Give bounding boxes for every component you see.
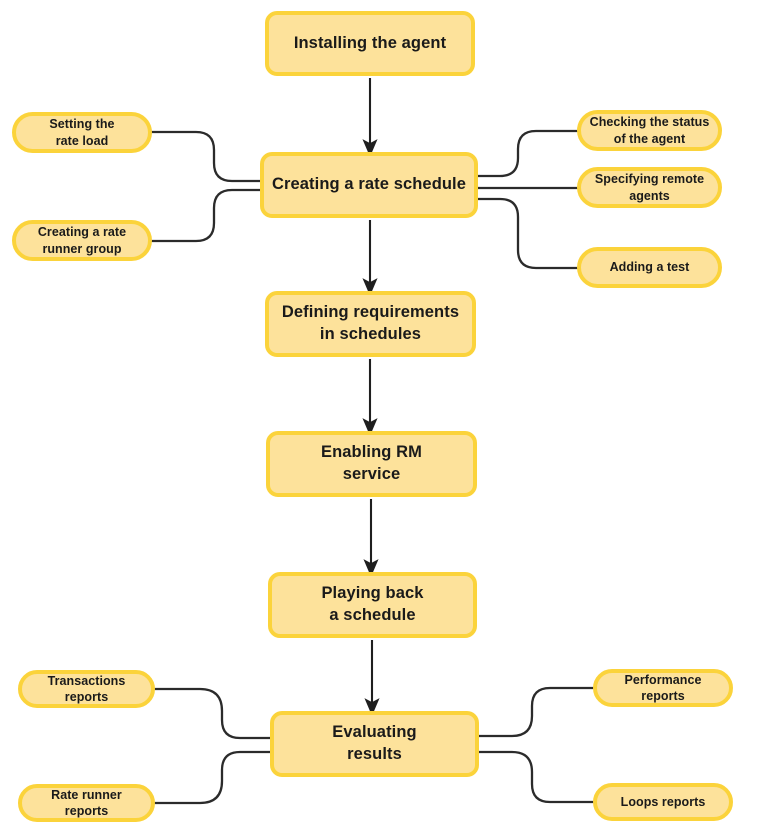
link-rate-runner-reports	[153, 750, 272, 805]
node-label: Transactions reports	[47, 673, 126, 704]
node-label: Loops reports	[620, 794, 706, 809]
node-performance-reports[interactable]: Performance reports	[593, 669, 733, 707]
node-defining-requirements-in-schedules[interactable]: Defining requirements in schedules	[265, 291, 476, 357]
link-transactions-reports	[153, 687, 272, 740]
node-label: Creating a rate runner group	[37, 225, 127, 256]
node-evaluating-results[interactable]: Evaluating results	[270, 711, 479, 777]
node-checking-the-status-of-the-agent[interactable]: Checking the status of the agent	[577, 110, 722, 151]
node-transactions-reports[interactable]: Transactions reports	[18, 670, 155, 708]
node-enabling-rm-service[interactable]: Enabling RM service	[266, 431, 477, 497]
node-label: Enabling RM service	[320, 443, 422, 483]
node-label: Setting the rate load	[49, 117, 115, 148]
link-loops-reports	[477, 750, 595, 804]
node-label: Defining requirements in schedules	[281, 303, 460, 343]
node-label: Installing the agent	[293, 33, 447, 52]
node-label: Adding a test	[609, 260, 690, 275]
node-creating-a-rate-schedule[interactable]: Creating a rate schedule	[260, 152, 478, 218]
link-performance-reports	[477, 686, 595, 738]
node-label: Creating a rate schedule	[271, 175, 467, 194]
node-label: Playing back a schedule	[321, 584, 424, 624]
link-creating-rate-runner-group	[150, 188, 262, 243]
node-label: Performance reports	[624, 672, 702, 703]
link-adding-a-test	[476, 197, 579, 270]
node-adding-a-test[interactable]: Adding a test	[577, 247, 722, 288]
node-label: Checking the status of the agent	[589, 115, 710, 146]
link-setting-rate-load	[150, 130, 262, 183]
node-rate-runner-reports[interactable]: Rate runner reports	[18, 784, 155, 822]
node-label: Rate runner reports	[51, 787, 122, 818]
link-checking-status	[476, 129, 579, 178]
node-label: Evaluating results	[332, 723, 417, 763]
node-setting-the-rate-load[interactable]: Setting the rate load	[12, 112, 152, 153]
node-playing-back-a-schedule[interactable]: Playing back a schedule	[268, 572, 477, 638]
node-label: Specifying remote agents	[594, 172, 705, 203]
node-specifying-remote-agents[interactable]: Specifying remote agents	[577, 167, 722, 208]
node-creating-a-rate-runner-group[interactable]: Creating a rate runner group	[12, 220, 152, 261]
node-loops-reports[interactable]: Loops reports	[593, 783, 733, 821]
node-installing-the-agent[interactable]: Installing the agent	[265, 11, 475, 76]
